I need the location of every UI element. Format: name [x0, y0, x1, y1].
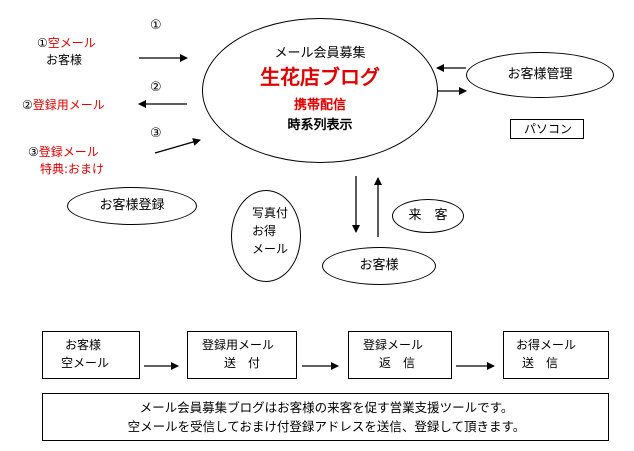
pc-label: パソコン [523, 122, 572, 136]
flow-2-line1: 登録用メール [202, 338, 275, 352]
description-line1: メール会員募集ブログはお客様の来客を促す営業支援ツールです。 [139, 400, 514, 415]
left-item-2-label: 登録用メール [32, 98, 105, 112]
customer-registration-ellipse [67, 187, 197, 225]
flow-4-line1: お得メール [516, 338, 577, 352]
center-line4: 時系列表示 [287, 118, 353, 133]
left-item-1: ①空メール [37, 35, 96, 51]
customer-management-ellipse [466, 52, 614, 98]
left-item-3-label: 登録メール [38, 145, 99, 159]
left-item-1-number: ① [37, 36, 48, 50]
center-title: 生花店ブログ [260, 65, 380, 89]
blog-center-ellipse [202, 18, 438, 163]
flow-box-2: 登録用メール 送 付 [187, 331, 297, 379]
left-item-1-label: 空メール [47, 36, 96, 50]
customer-ellipse [322, 247, 436, 285]
step-marker-2: ② [150, 80, 162, 95]
photo-line2: お得 [252, 224, 277, 238]
visit-ellipse [392, 199, 464, 233]
photo-line3: メール [252, 242, 289, 256]
visit-label: 来 客 [408, 208, 448, 223]
left-item-3-sub: 特典:おまけ [40, 162, 105, 176]
description-box: メール会員募集ブログはお客様の来客を促す営業支援ツールです。 空メールを受信して… [42, 393, 609, 441]
description-line2: 空メールを受信しておまけ付登録アドレスを送信、登録して頂きます。 [127, 419, 526, 434]
flow-box-4: お得メール 送 信 [503, 331, 609, 379]
left-item-1-sub: お客様 [46, 53, 83, 67]
left-item-3-number: ③ [28, 145, 39, 159]
flow-1-line1: お客様 [65, 338, 102, 352]
flow-1-line2: 空メール [61, 356, 110, 370]
customer-registration-label: お客様登録 [99, 198, 165, 213]
left-item-3: ③登録メール [28, 144, 99, 160]
step-marker-1: ① [150, 18, 162, 33]
flow-box-3: 登録メール 返 信 [348, 331, 452, 379]
flow-4-line2: 送 信 [522, 356, 559, 370]
center-line1: メール会員募集 [274, 46, 366, 61]
left-item-2-number: ② [22, 98, 33, 112]
photo-line1: 写真付 [252, 206, 289, 220]
customer-label: お客様 [359, 258, 399, 273]
flow-box-1: お客様 空メール [42, 331, 140, 379]
flow-3-line2: 返 信 [379, 356, 416, 370]
arrow-step3 [154, 138, 201, 154]
photo-mail-ellipse [231, 190, 301, 282]
pc-box: パソコン [510, 119, 584, 139]
left-item-2: ②登録用メール [22, 97, 105, 113]
customer-management-label: お客様管理 [507, 67, 573, 82]
step-marker-3: ③ [150, 126, 162, 141]
center-line3: 携帯配信 [293, 98, 346, 113]
flow-2-line2: 送 付 [224, 356, 261, 370]
flow-3-line1: 登録メール [363, 338, 424, 352]
